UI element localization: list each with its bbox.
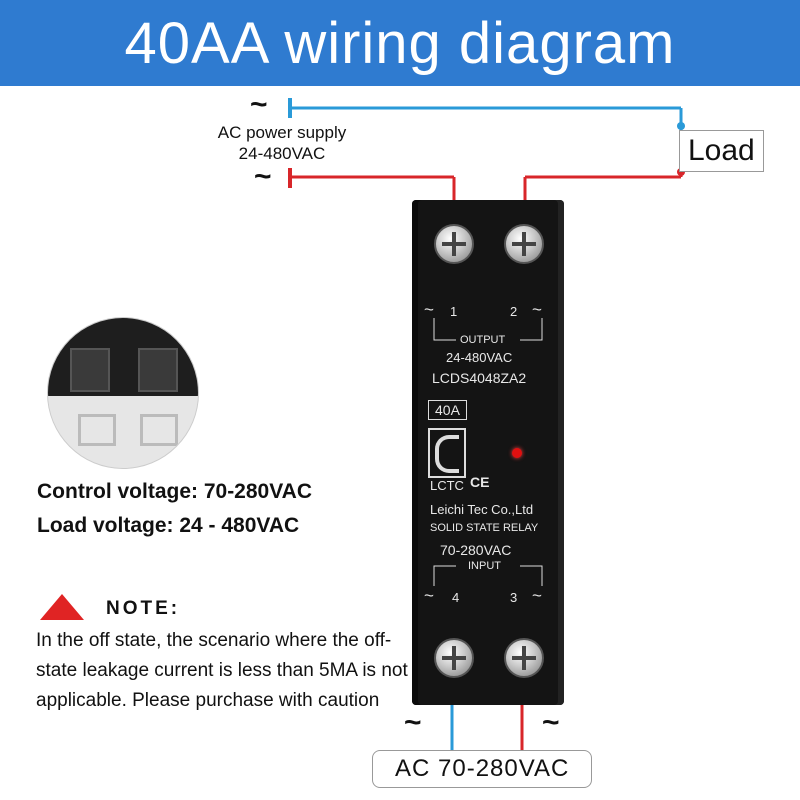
control-voltage-spec: Control voltage: 70-280VAC bbox=[37, 480, 312, 503]
note-title: NOTE: bbox=[106, 598, 181, 619]
power-supply-label: AC power supply 24-480VAC bbox=[196, 122, 368, 164]
relay-type: SOLID STATE RELAY bbox=[430, 522, 539, 534]
terminal-screw-1 bbox=[434, 224, 474, 264]
supply-terminal-top bbox=[288, 98, 292, 118]
power-supply-label-line1: AC power supply bbox=[217, 123, 347, 142]
ac-symbol-top: ~ bbox=[250, 88, 268, 121]
terminal-4-symbol: ~ bbox=[424, 586, 434, 605]
terminal-3-symbol: ~ bbox=[532, 586, 542, 605]
input-bracket bbox=[433, 565, 543, 586]
input-voltage: 70-280VAC bbox=[440, 542, 512, 558]
output-voltage: 24-480VAC bbox=[446, 350, 513, 365]
terminal-3-label: 3 bbox=[510, 590, 518, 605]
output-label: OUTPUT bbox=[460, 334, 506, 346]
terminal-4-label: 4 bbox=[452, 590, 460, 605]
ce-mark: CE bbox=[470, 474, 490, 490]
input-supply-label: AC 70-280VAC bbox=[372, 750, 593, 788]
status-indicator-led bbox=[512, 448, 522, 458]
terminal-1-symbol: ~ bbox=[424, 300, 434, 319]
warning-triangle-icon bbox=[40, 594, 84, 620]
model-number: LCDS4048ZA2 bbox=[432, 370, 527, 386]
load-box: Load bbox=[679, 130, 764, 172]
company-name: Leichi Tec Co.,Ltd bbox=[430, 502, 534, 517]
input-label: INPUT bbox=[468, 560, 501, 572]
terminal-screw-3 bbox=[504, 638, 544, 678]
relay-detail-photo bbox=[48, 318, 198, 468]
output-bracket bbox=[433, 318, 543, 341]
load-voltage-spec: Load voltage: 24 - 480VAC bbox=[37, 514, 300, 537]
note-body: In the off state, the scenario where the… bbox=[36, 630, 408, 711]
brand-label: LCTC bbox=[430, 478, 464, 493]
current-rating: 40A bbox=[428, 400, 467, 420]
power-supply-label-line2: 24-480VAC bbox=[238, 144, 326, 163]
terminal-screw-2 bbox=[504, 224, 544, 264]
terminal-2-label: 2 bbox=[510, 304, 518, 319]
ac-symbol-input-left: ~ bbox=[404, 706, 422, 739]
ac-symbol-input-right: ~ bbox=[542, 706, 560, 739]
lctc-logo bbox=[428, 428, 466, 478]
ac-symbol-bottom: ~ bbox=[254, 160, 272, 193]
title-banner: 40AA wiring diagram bbox=[0, 0, 800, 86]
page-title: 40AA wiring diagram bbox=[124, 10, 676, 76]
blue-junction bbox=[677, 122, 685, 130]
supply-terminal-bottom bbox=[288, 168, 292, 188]
solid-state-relay: ~ 1 2 ~ OUTPUT 24-480VAC LCDS4048ZA2 40A… bbox=[412, 200, 564, 705]
terminal-1-label: 1 bbox=[450, 304, 458, 319]
terminal-2-symbol: ~ bbox=[532, 300, 542, 319]
terminal-screw-4 bbox=[434, 638, 474, 678]
